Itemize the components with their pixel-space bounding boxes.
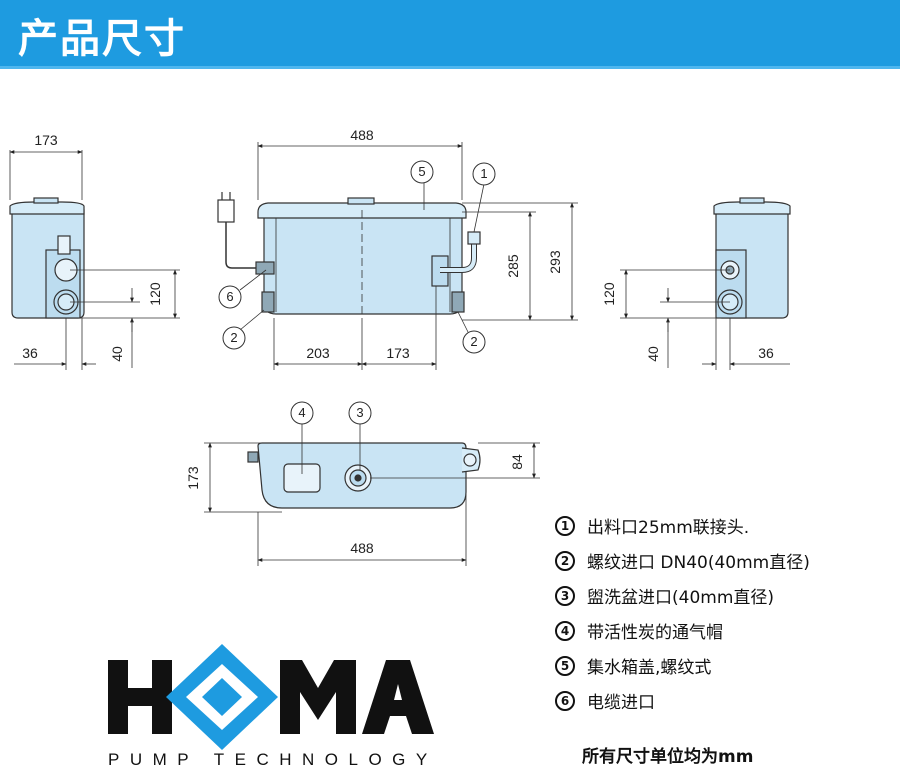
legend-item: 3 盥洗盆进口(40mm直径) bbox=[555, 578, 895, 613]
legend-text: 出料口25mm联接头. bbox=[587, 518, 750, 538]
left-view-lid bbox=[9, 201, 85, 215]
legend-item: 2 螺纹进口 DN40(40mm直径) bbox=[555, 543, 895, 578]
legend-text: 螺纹进口 DN40(40mm直径) bbox=[587, 553, 810, 573]
dim-right-height-120: 120 bbox=[601, 282, 617, 306]
callout-3: 3 bbox=[356, 405, 363, 420]
dim-left-height-120: 120 bbox=[147, 282, 163, 306]
legend-num: 2 bbox=[555, 550, 575, 571]
dim-front-height-285: 285 bbox=[505, 254, 521, 278]
legend-text: 集水箱盖,螺纹式 bbox=[587, 658, 712, 678]
page-header: 产品尺寸 bbox=[0, 0, 900, 69]
legend: 1 出料口25mm联接头. 2 螺纹进口 DN40(40mm直径) 3 盥洗盆进… bbox=[555, 508, 895, 718]
legend-num: 6 bbox=[555, 690, 575, 711]
dim-right-offset-36: 36 bbox=[758, 345, 774, 361]
logo-diamond-icon bbox=[166, 644, 278, 750]
legend-text: 电缆进口 bbox=[587, 693, 655, 713]
legend-num: 4 bbox=[555, 620, 575, 641]
right-view-lid bbox=[713, 201, 791, 215]
dim-top-depth: 173 bbox=[185, 466, 201, 490]
logo-tagline: PUMP TECHNOLOGY bbox=[108, 750, 438, 769]
legend-item: 6 电缆进口 bbox=[555, 683, 895, 718]
dim-top-width: 488 bbox=[350, 540, 374, 556]
callout-2-right: 2 bbox=[470, 334, 477, 349]
legend-text: 带活性炭的通气帽 bbox=[587, 623, 723, 643]
page-title: 产品尺寸 bbox=[18, 15, 186, 62]
dim-left-offset-36: 36 bbox=[22, 345, 38, 361]
dim-left-offset-40: 40 bbox=[109, 346, 125, 362]
dim-right-offset-40: 40 bbox=[645, 346, 661, 362]
dim-left-width: 173 bbox=[34, 132, 58, 148]
unit-note: 所有尺寸单位均为mm bbox=[582, 747, 754, 767]
callout-4: 4 bbox=[298, 405, 305, 420]
legend-text: 盥洗盆进口(40mm直径) bbox=[587, 588, 775, 608]
right-side-view bbox=[620, 197, 791, 370]
legend-num: 3 bbox=[555, 585, 575, 606]
left-side-view bbox=[9, 150, 180, 370]
legend-item: 4 带活性炭的通气帽 bbox=[555, 613, 895, 648]
dim-top-offset-84: 84 bbox=[509, 454, 525, 470]
callout-2-left: 2 bbox=[230, 330, 237, 345]
legend-num: 5 bbox=[555, 655, 575, 676]
legend-num: 1 bbox=[555, 515, 575, 536]
dim-front-height-293: 293 bbox=[547, 250, 563, 274]
top-view bbox=[204, 401, 540, 566]
callout-1: 1 bbox=[480, 166, 487, 181]
callout-5: 5 bbox=[418, 164, 425, 179]
dim-front-offset-173: 173 bbox=[386, 345, 410, 361]
dim-front-width: 488 bbox=[350, 127, 374, 143]
legend-item: 5 集水箱盖,螺纹式 bbox=[555, 648, 895, 683]
callout-6: 6 bbox=[226, 289, 233, 304]
legend-item: 1 出料口25mm联接头. bbox=[555, 508, 895, 543]
dim-front-offset-203: 203 bbox=[306, 345, 330, 361]
homa-logo bbox=[108, 644, 434, 750]
front-view bbox=[217, 142, 578, 370]
